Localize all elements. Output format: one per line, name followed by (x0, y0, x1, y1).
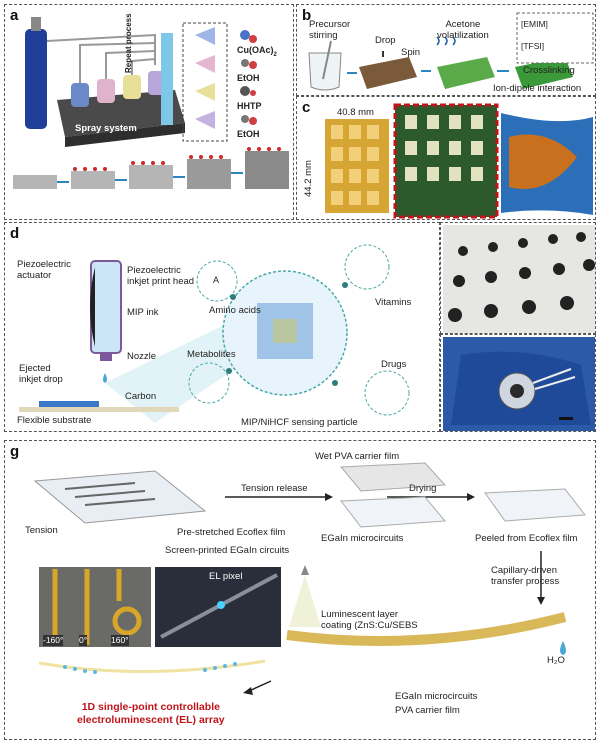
ion-emim: [EMIM] (521, 19, 548, 29)
label-ink: MIP ink (127, 307, 159, 318)
label-screen-printed: Screen-printed EGaIn circuits (165, 545, 290, 556)
dimension-height: 44.2 mm (303, 160, 314, 197)
inkjet-and-sensing-illustration (19, 244, 410, 423)
angle-neg160: -160° (43, 635, 64, 646)
label-pva-film: PVA carrier film (395, 705, 460, 716)
step-spin: Spin (401, 47, 421, 58)
panel-e: e (440, 222, 596, 334)
angle-0: 0° (79, 635, 88, 646)
panel-d-label: d (10, 225, 20, 242)
label-drop: Ejected inkjet drop (19, 363, 63, 385)
label-drugs: Drugs (381, 359, 407, 370)
label-tension: Tension (25, 525, 58, 536)
label-h2o: H₂O (547, 655, 565, 666)
label-microcircuits-bottom: EGaIn microcircuits (395, 691, 478, 702)
label-luminescent: Luminescent layer coating (ZnS:Cu/SEBS (321, 609, 418, 631)
step-acetone: Acetone volatilization (437, 19, 489, 41)
label-printhead: Piezoelectric inkjet print head (127, 265, 195, 287)
label-microcircuits-top: EGaIn microcircuits (321, 533, 404, 544)
angle-160: 160° (111, 635, 129, 646)
label-metabolites: Metabolites (187, 349, 236, 360)
ion-dipole-label: Ion-dipole interaction (493, 83, 582, 94)
panel-b-label: b (302, 7, 312, 24)
chemical-3: HHTP (237, 101, 262, 111)
transfer-process-illustration (33, 462, 586, 695)
repeat-process-label: Repeat process (124, 13, 133, 73)
el-array-title: 1D single-point controllable electrolumi… (77, 701, 225, 726)
label-el-pixel: EL pixel (209, 571, 243, 582)
sensor-array-photo (325, 103, 593, 219)
panel-a: a (4, 4, 294, 220)
step-drop: Drop (375, 35, 396, 46)
label-wet-film: Wet PVA carrier film (315, 451, 400, 462)
panel-b: b Precursor stirring Drop Spin Acetone v… (296, 4, 596, 96)
label-tension-release: Tension release (241, 483, 308, 494)
label-substrate: Flexible substrate (17, 415, 92, 426)
panel-c: c 40.8 mm 44.2 mm (296, 96, 596, 220)
panel-a-label: a (10, 7, 19, 24)
label-peeled: Peeled from Ecoflex film (475, 533, 578, 544)
spray-system-label: Spray system (75, 123, 137, 134)
label-amino-acids: Amino acids (209, 305, 261, 316)
label-carbon: Carbon (125, 391, 157, 402)
wearable-sensor-photo (443, 337, 595, 431)
panel-d: d Piezoelectric actuator Piezoelectric i… (4, 222, 440, 432)
step-precursor: Precursor stirring (309, 19, 351, 41)
label-vitamins: Vitamins (375, 297, 412, 308)
ion-tfsi: [TFSI] (521, 41, 545, 51)
label-actuator: Piezoelectric actuator (17, 259, 71, 281)
label-drying: Drying (409, 483, 437, 494)
label-prestretched: Pre-stretched Ecoflex film (177, 527, 286, 538)
label-particle: MIP/NiHCF sensing particle (241, 417, 358, 428)
dimension-width: 40.8 mm (337, 107, 374, 118)
panel-f: f (440, 334, 596, 432)
label-capillary: Capillary-driven transfer process (491, 565, 560, 587)
panel-g-label: g (10, 443, 20, 460)
panel-g: g (4, 440, 596, 740)
panel-c-label: c (302, 99, 311, 116)
label-nozzle: Nozzle (127, 351, 157, 362)
chemical-4: EtOH (237, 129, 260, 139)
spray-system-illustration (13, 17, 289, 189)
chemical-2: EtOH (237, 73, 260, 83)
chemical-1: Cu(OAc)2 (237, 45, 277, 58)
step-crosslinking: Crosslinking (523, 65, 575, 76)
fabrication-steps-illustration (308, 12, 594, 91)
amino-icon-glyph: A (213, 275, 220, 285)
printed-electrodes-photo (443, 225, 595, 333)
